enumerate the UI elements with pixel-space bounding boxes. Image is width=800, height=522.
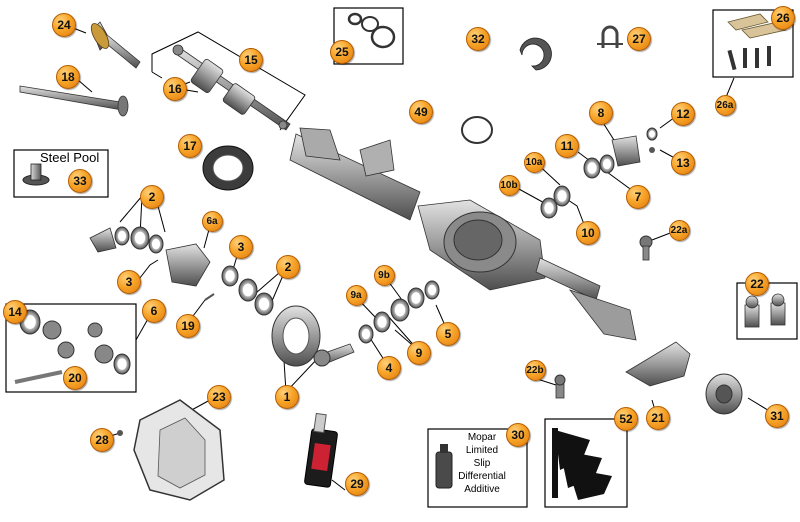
callout-2-right[interactable]: 2 bbox=[276, 255, 300, 279]
spindle-part-24 bbox=[90, 21, 141, 69]
callout-30[interactable]: 30 bbox=[506, 423, 530, 447]
additive-line: Limited bbox=[465, 445, 499, 456]
ring-and-pinion-part-1 bbox=[271, 305, 355, 367]
callout-22[interactable]: 22 bbox=[745, 272, 769, 296]
additive-line: Differential bbox=[458, 471, 506, 482]
callout-19[interactable]: 19 bbox=[176, 314, 200, 338]
callout-27[interactable]: 27 bbox=[627, 27, 651, 51]
callout-2-left[interactable]: 2 bbox=[140, 185, 164, 209]
callout-13[interactable]: 13 bbox=[671, 151, 695, 175]
callout-9b[interactable]: 9b bbox=[373, 264, 395, 286]
callout-5[interactable]: 5 bbox=[436, 322, 460, 346]
ball-joints-part-22 bbox=[744, 293, 786, 328]
steel-pool-part-33 bbox=[22, 163, 50, 186]
callout-22b[interactable]: 22b bbox=[524, 359, 546, 381]
callout-17[interactable]: 17 bbox=[178, 134, 202, 158]
callout-11[interactable]: 11 bbox=[555, 134, 579, 158]
callout-14[interactable]: 14 bbox=[3, 300, 27, 324]
callout-10a[interactable]: 10a bbox=[523, 151, 545, 173]
tool-set-part-52 bbox=[552, 428, 612, 500]
callout-3-right[interactable]: 3 bbox=[229, 235, 253, 259]
additive-line: Mopar bbox=[467, 432, 497, 443]
callout-12[interactable]: 12 bbox=[671, 102, 695, 126]
callout-29[interactable]: 29 bbox=[345, 472, 369, 496]
seal-kit-part-25 bbox=[347, 12, 396, 49]
callout-3-left[interactable]: 3 bbox=[117, 270, 141, 294]
box-30 bbox=[427, 428, 528, 508]
axle-housing bbox=[289, 127, 637, 341]
additive-line: Additive bbox=[464, 484, 500, 495]
ball-joint-part-22a bbox=[639, 235, 653, 261]
carrier-bearing-parts-left bbox=[89, 226, 274, 316]
callout-6[interactable]: 6 bbox=[142, 299, 166, 323]
sealant-tube-part-29 bbox=[304, 412, 338, 488]
callout-21[interactable]: 21 bbox=[646, 406, 670, 430]
callout-26a[interactable]: 26a bbox=[714, 94, 736, 116]
callout-31[interactable]: 31 bbox=[765, 404, 789, 428]
box-26 bbox=[712, 9, 794, 78]
callout-33[interactable]: 33 bbox=[68, 169, 92, 193]
callout-23[interactable]: 23 bbox=[207, 385, 231, 409]
callout-52[interactable]: 52 bbox=[614, 407, 638, 431]
box-25 bbox=[333, 7, 404, 65]
diff-cover-part-23 bbox=[117, 399, 225, 501]
lock-ring-part-49 bbox=[461, 116, 493, 144]
callout-8[interactable]: 8 bbox=[589, 101, 613, 125]
steering-knuckle-part-21 bbox=[554, 341, 691, 399]
box-52 bbox=[544, 418, 628, 508]
callout-1[interactable]: 1 bbox=[275, 385, 299, 409]
additive-bottle-part-30 bbox=[435, 444, 453, 489]
additive-line: Slip bbox=[473, 458, 491, 469]
callout-20[interactable]: 20 bbox=[63, 366, 87, 390]
callout-9a[interactable]: 9a bbox=[345, 284, 367, 306]
box-14 bbox=[5, 303, 137, 393]
callout-15[interactable]: 15 bbox=[239, 48, 263, 72]
axle-shaft-part-18 bbox=[19, 85, 129, 117]
bearing-parts-right bbox=[540, 127, 658, 219]
callout-22a[interactable]: 22a bbox=[668, 219, 690, 241]
callout-16[interactable]: 16 bbox=[163, 77, 187, 101]
axle-shaft-ujoint-part-15 bbox=[172, 44, 291, 131]
pinion-bearing-parts bbox=[358, 280, 440, 344]
seal-part-17 bbox=[202, 145, 254, 191]
callout-26[interactable]: 26 bbox=[771, 6, 795, 30]
callout-4[interactable]: 4 bbox=[377, 356, 401, 380]
hub-bearing-part-31 bbox=[705, 373, 743, 415]
box-33 bbox=[13, 149, 109, 198]
callout-6a[interactable]: 6a bbox=[201, 210, 223, 232]
callout-10b[interactable]: 10b bbox=[498, 174, 520, 196]
callout-25[interactable]: 25 bbox=[330, 40, 354, 64]
callout-49[interactable]: 49 bbox=[409, 100, 433, 124]
callout-32[interactable]: 32 bbox=[466, 27, 490, 51]
callout-10[interactable]: 10 bbox=[576, 221, 600, 245]
callout-7[interactable]: 7 bbox=[626, 185, 650, 209]
u-bolt-part-27 bbox=[597, 25, 623, 48]
callout-24[interactable]: 24 bbox=[52, 13, 76, 37]
steel-pool-label: Steel Pool bbox=[40, 150, 100, 165]
callout-9[interactable]: 9 bbox=[407, 341, 431, 365]
additive-label: Mopar Limited Slip Differential Additive bbox=[456, 431, 508, 496]
snap-ring-part-32 bbox=[519, 37, 552, 71]
callout-28[interactable]: 28 bbox=[90, 428, 114, 452]
callout-18[interactable]: 18 bbox=[56, 65, 80, 89]
